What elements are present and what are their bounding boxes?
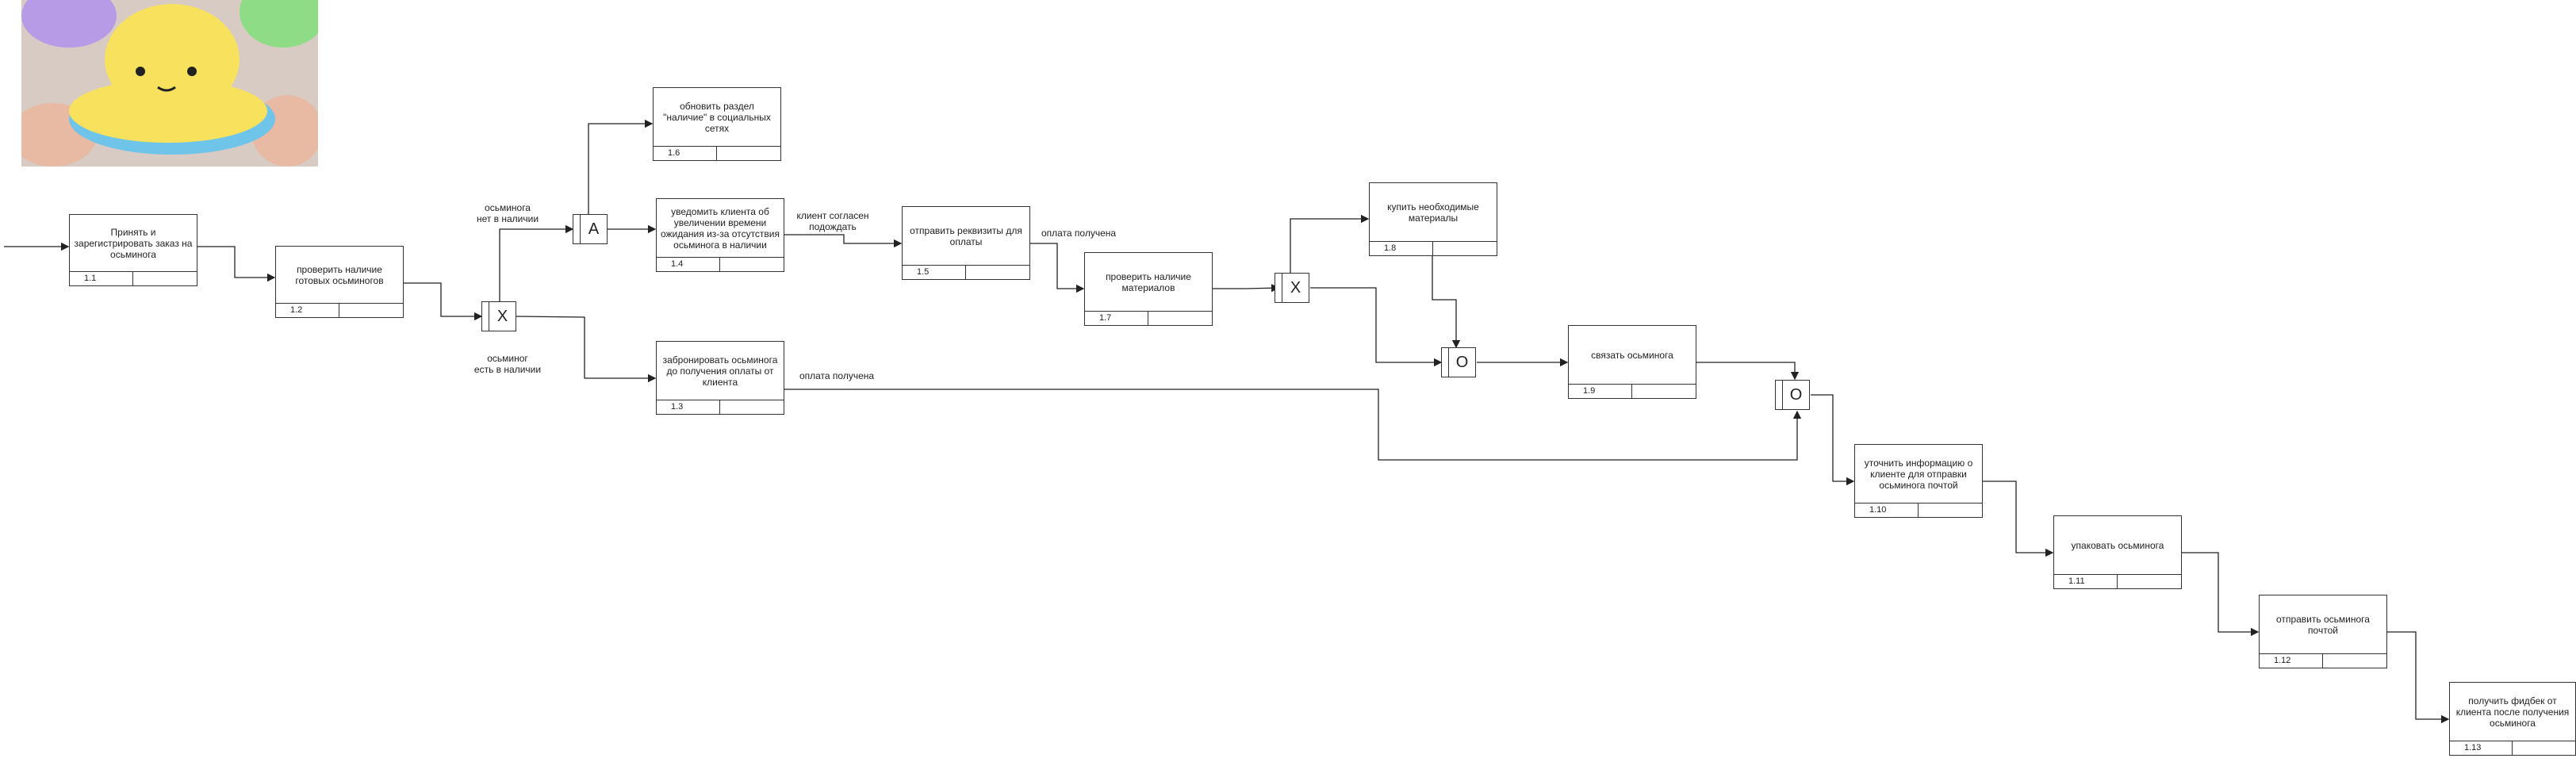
task-box-1-12[interactable]: отправить осьминога почтой 1.12 <box>2259 595 2387 668</box>
connector-x1-to-a <box>499 224 574 301</box>
task-number: 1.9 <box>1569 385 1632 398</box>
task-box-1-2[interactable]: проверить наличие готовых осьминогов 1.2 <box>275 246 404 318</box>
connector-1-5-to-1-7 <box>1029 243 1085 293</box>
gate-symbol: O <box>1789 385 1803 404</box>
task-box-1-13[interactable]: получить фидбек от клиента после получен… <box>2449 682 2576 756</box>
task-number: 1.1 <box>70 272 133 285</box>
task-label: Принять и зарегистрировать заказ на осьм… <box>74 226 193 260</box>
connector-x1-to-1-3 <box>516 316 657 383</box>
task-footer: 1.1 <box>70 271 197 285</box>
gate-or-2[interactable]: O <box>1775 380 1810 410</box>
task-box-1-11[interactable]: упаковать осьминога 1.11 <box>2053 515 2182 589</box>
connector-1-12-to-1-13 <box>2386 631 2450 724</box>
task-label: связать осьминога <box>1591 349 1673 361</box>
task-number: 1.4 <box>657 258 720 271</box>
task-label: проверить наличие готовых осьминогов <box>295 263 384 286</box>
task-label: обновить раздел "наличие" в социальных с… <box>663 100 771 134</box>
octopus-plush-photo-icon <box>10 0 327 167</box>
task-label: купить необходимые материалы <box>1387 201 1479 224</box>
task-number: 1.6 <box>654 147 717 160</box>
task-box-1-8[interactable]: купить необходимые материалы 1.8 <box>1369 182 1497 256</box>
gate-symbol: A <box>588 220 600 238</box>
task-footer: 1.7 <box>1085 311 1212 325</box>
task-box-1-10[interactable]: уточнить информацию о клиенте для отправ… <box>1854 444 1983 518</box>
gate-symbol: X <box>1290 278 1301 297</box>
task-label: забронировать осьминога до получения опл… <box>662 354 778 388</box>
gate-or-1[interactable]: O <box>1441 347 1476 377</box>
connector-x2-to-1-8 <box>1290 214 1370 273</box>
gate-xor-2[interactable]: X <box>1275 273 1309 303</box>
task-footer: 1.13 <box>2450 741 2575 755</box>
task-number: 1.3 <box>657 400 720 414</box>
task-number: 1.8 <box>1370 242 1433 255</box>
connector-a-to-1-6 <box>588 119 654 214</box>
gate-symbol: X <box>496 307 508 325</box>
task-number: 1.7 <box>1085 312 1148 325</box>
connector-1-11-to-1-12 <box>2180 552 2260 637</box>
task-box-1-3[interactable]: забронировать осьминога до получения опл… <box>656 341 784 415</box>
connector-1-2-to-gate-x1 <box>403 282 483 321</box>
task-footer: 1.10 <box>1855 503 1982 517</box>
connector-1-1-to-1-2 <box>197 246 276 282</box>
gate-and-1[interactable]: A <box>573 214 608 244</box>
task-label: упаковать осьминога <box>2071 539 2164 551</box>
octopus-photo <box>10 0 327 167</box>
task-number: 1.12 <box>2260 654 2323 668</box>
connector-1-8-to-gate-o1 <box>1432 253 1461 349</box>
task-footer: 1.2 <box>276 303 403 317</box>
task-label: получить фидбек от клиента после получен… <box>2455 695 2570 729</box>
connector-1-3-to-gate-o2 <box>784 389 1802 461</box>
task-label: отправить реквизиты для оплаты <box>910 224 1022 247</box>
task-label: уведомить клиента об увеличении времени … <box>660 205 780 251</box>
task-footer: 1.12 <box>2260 653 2386 668</box>
task-label: проверить наличие материалов <box>1106 270 1191 293</box>
task-box-1-1[interactable]: Принять и зарегистрировать заказ на осьм… <box>69 214 197 286</box>
note-in-stock: осьминог есть в наличии <box>473 353 542 375</box>
note-client-agreed: клиент согласен подождать <box>796 210 869 232</box>
connector-1-7-to-gate-x2 <box>1212 284 1280 293</box>
task-number: 1.13 <box>2450 741 2513 755</box>
task-footer: 1.6 <box>654 146 780 160</box>
task-box-1-7[interactable]: проверить наличие материалов 1.7 <box>1084 252 1213 326</box>
task-box-1-4[interactable]: уведомить клиента об увеличении времени … <box>656 198 784 272</box>
task-footer: 1.9 <box>1569 384 1696 398</box>
connector-1-4-to-1-5 <box>784 234 903 248</box>
task-label: уточнить информацию о клиенте для отправ… <box>1864 457 1973 491</box>
task-footer: 1.11 <box>2054 574 2181 588</box>
task-number: 1.10 <box>1855 504 1919 517</box>
connector-o2-to-1-10 <box>1811 394 1855 486</box>
task-number: 1.5 <box>903 266 966 279</box>
task-box-1-9[interactable]: связать осьминога 1.9 <box>1568 325 1696 399</box>
note-payment-received-2: оплата получена <box>799 370 875 381</box>
note-payment-received-1: оплата получена <box>1041 228 1117 239</box>
gate-symbol: O <box>1455 353 1469 371</box>
task-footer: 1.3 <box>657 400 784 414</box>
gate-xor-1[interactable]: X <box>481 301 516 331</box>
task-number: 1.11 <box>2054 575 2118 588</box>
note-no-stock: осьминога нет в наличии <box>476 202 539 224</box>
task-footer: 1.4 <box>657 257 784 271</box>
task-label: отправить осьминога почтой <box>2276 613 2370 636</box>
connector-1-10-to-1-11 <box>1982 481 2054 557</box>
task-box-1-6[interactable]: обновить раздел "наличие" в социальных с… <box>653 87 781 161</box>
task-footer: 1.5 <box>903 265 1029 279</box>
task-box-1-5[interactable]: отправить реквизиты для оплаты 1.5 <box>902 206 1030 280</box>
task-number: 1.2 <box>276 304 339 317</box>
task-footer: 1.8 <box>1370 241 1497 255</box>
connector-x2-to-gate-o1 <box>1310 287 1443 367</box>
connector-1-9-to-gate-o2 <box>1696 362 1800 381</box>
